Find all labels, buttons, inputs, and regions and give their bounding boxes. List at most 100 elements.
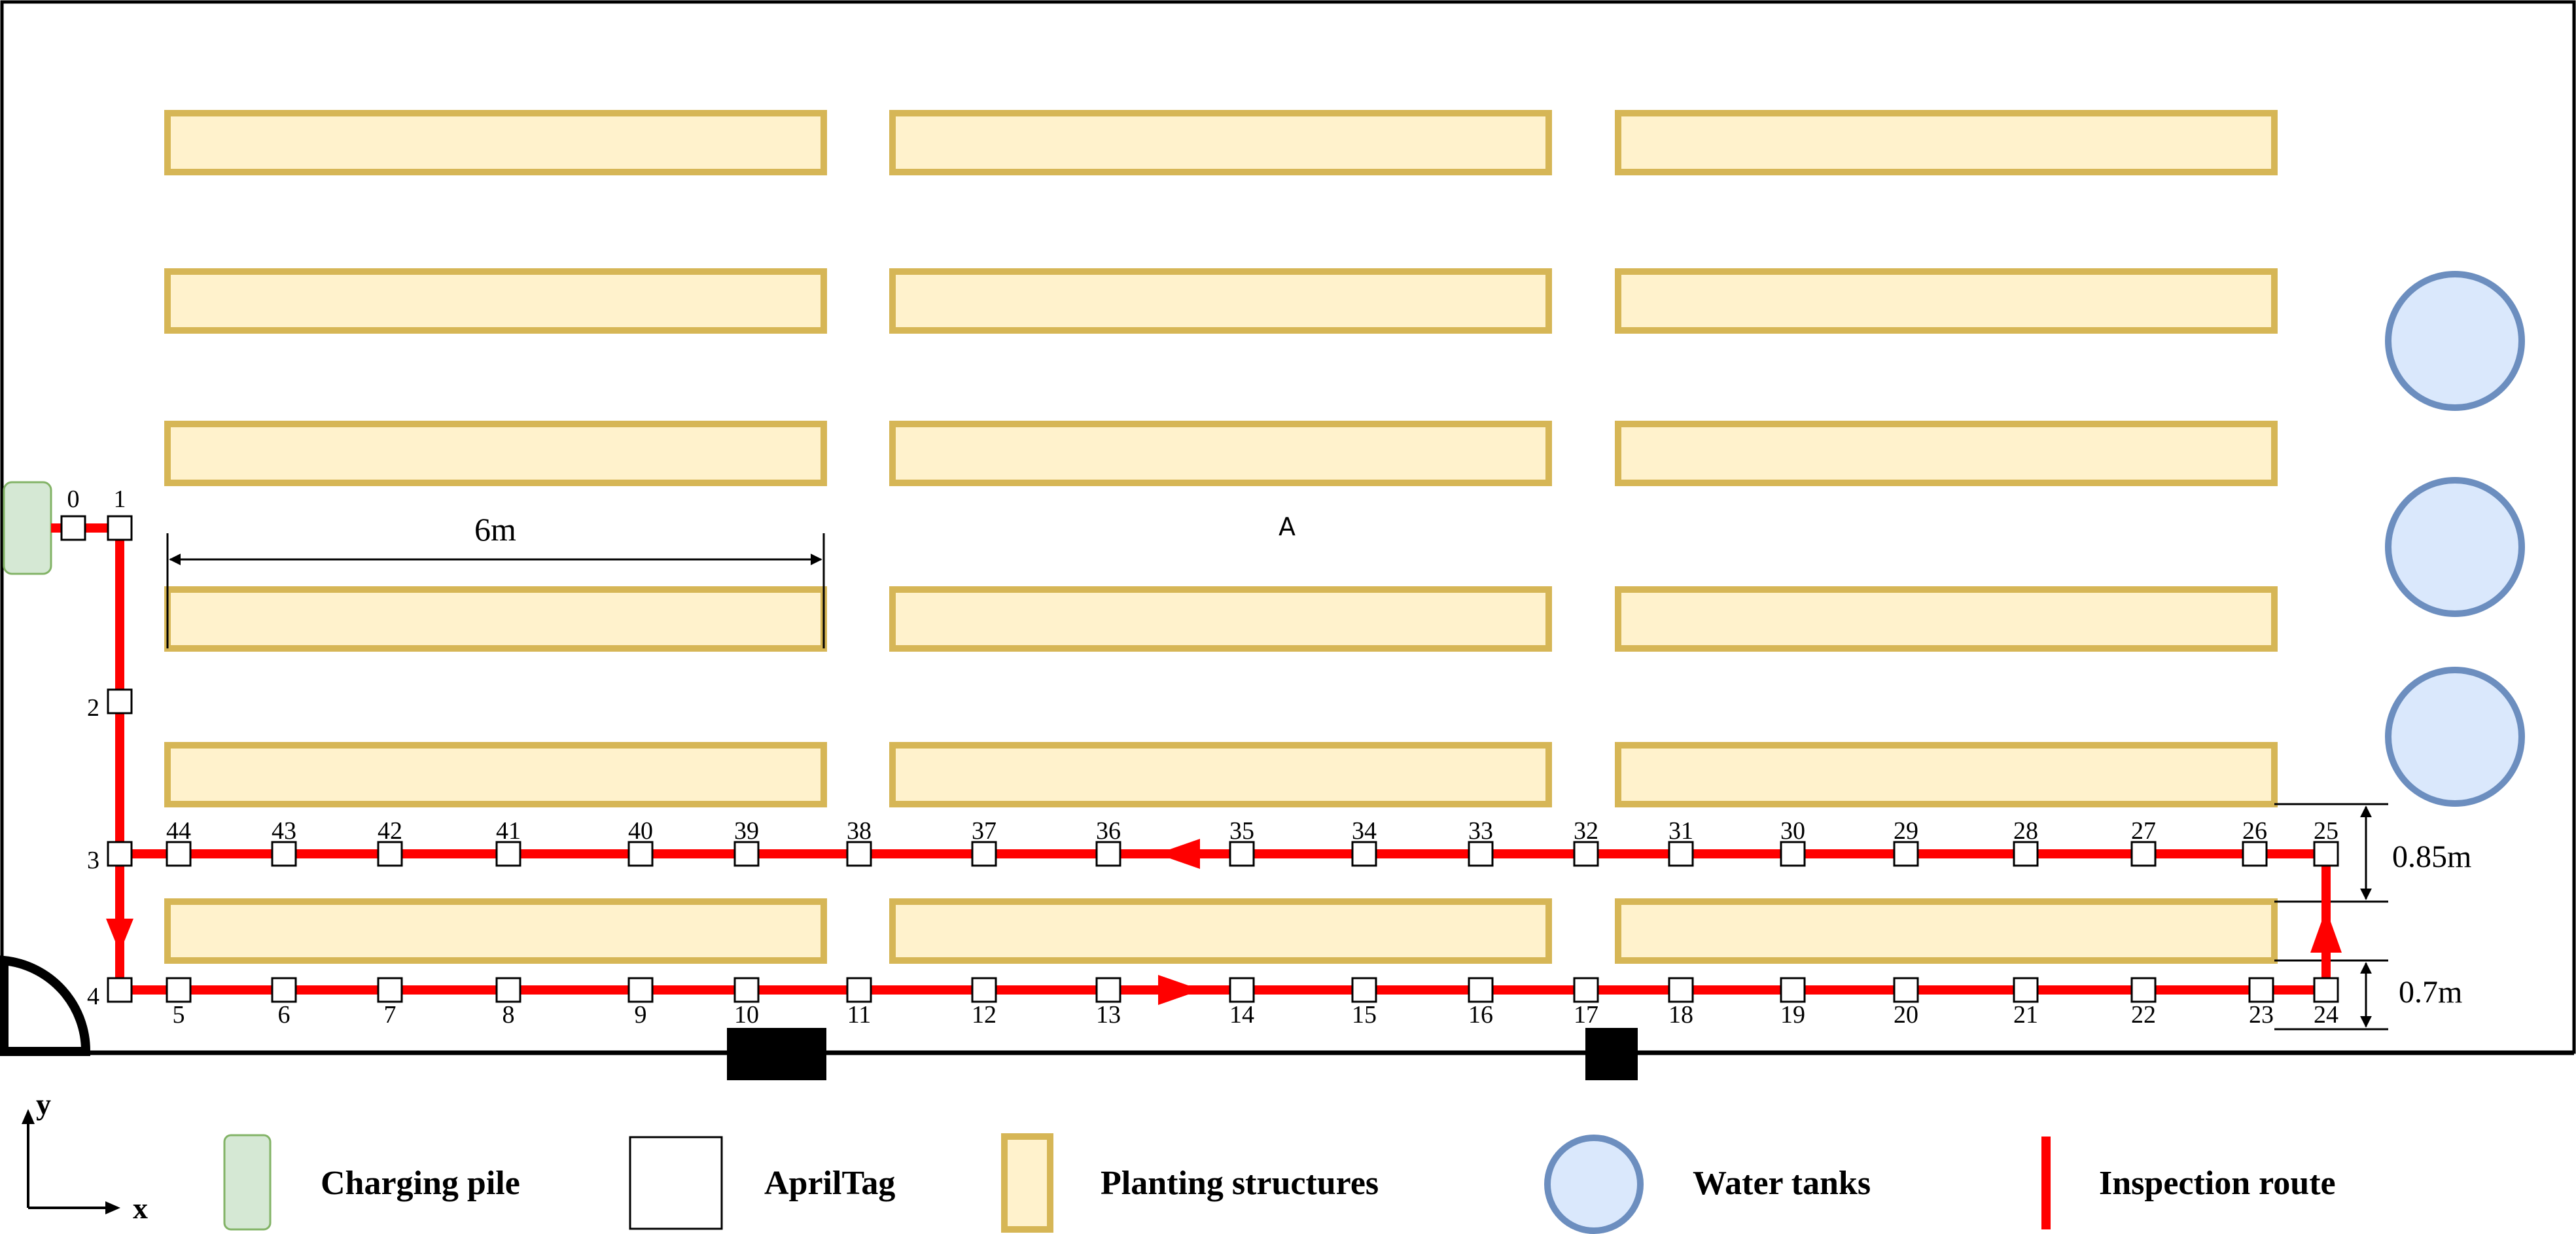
apriltag-marker <box>271 841 297 867</box>
apriltag-id-label: 41 <box>496 817 521 845</box>
apriltag-id-label: 34 <box>1352 817 1377 845</box>
apriltag-marker <box>1351 977 1377 1003</box>
apriltag-marker <box>2248 977 2274 1003</box>
axis-indicator: y x <box>22 1087 148 1225</box>
apriltag-marker <box>846 841 872 867</box>
planting-bed <box>1615 898 2278 964</box>
apriltag-marker <box>1095 841 1121 867</box>
apriltag-marker <box>495 841 521 867</box>
planting-legend-label: Planting structures <box>1101 1165 1379 1202</box>
planting-bed <box>889 898 1552 964</box>
greenhouse-boundary <box>0 0 2576 1054</box>
apriltag-id-label: 42 <box>378 817 402 845</box>
apriltag-id-label: 12 <box>972 1001 997 1029</box>
wall-post <box>727 1028 826 1080</box>
apriltag-marker <box>1893 977 1919 1003</box>
apriltag-marker <box>60 515 86 541</box>
apriltag-marker <box>2242 841 2268 867</box>
apriltag-marker <box>971 841 997 867</box>
apriltag-id-label: 15 <box>1352 1001 1377 1029</box>
planting-bed <box>164 268 827 334</box>
planting-bed <box>889 268 1552 334</box>
apriltag-id-label: 33 <box>1468 817 1493 845</box>
planting-bed <box>164 586 827 652</box>
x-axis-label: x <box>133 1191 148 1225</box>
y-axis-label: y <box>36 1087 51 1121</box>
apriltag-id-label: 11 <box>847 1001 872 1029</box>
water-tank <box>2385 667 2525 807</box>
apriltag-id-label: 9 <box>635 1001 647 1029</box>
water-tanks <box>2385 271 2525 807</box>
apriltag-id-label: 17 <box>1574 1001 1598 1029</box>
planting-bed <box>164 110 827 175</box>
water-tank-legend-label: Water tanks <box>1693 1165 1871 1202</box>
apriltag-marker <box>1668 841 1694 867</box>
apriltag-marker <box>107 841 133 867</box>
apriltag-marker <box>271 977 297 1003</box>
route-arrow-left <box>1157 839 1200 869</box>
apriltag-marker <box>971 977 997 1003</box>
upper-aisle-width-label: 0.85m <box>2392 839 2471 874</box>
charging-pile-legend-icon <box>223 1134 272 1231</box>
apriltag-id-label: 19 <box>1780 1001 1805 1029</box>
apriltag-marker <box>1780 841 1806 867</box>
planting-bed <box>889 110 1552 175</box>
apriltag-id-label: 2 <box>87 694 99 722</box>
apriltag-marker <box>377 977 403 1003</box>
apriltag-marker <box>627 977 654 1003</box>
apriltag-id-label: 28 <box>2013 817 2038 845</box>
route-arrow-down <box>106 919 133 953</box>
apriltag-id-label: 25 <box>2314 817 2338 845</box>
apriltag-id-label: 40 <box>628 817 653 845</box>
apriltag-id-label: 44 <box>166 817 191 845</box>
planting-bed <box>1615 110 2278 175</box>
apriltag-id-label: 37 <box>972 817 997 845</box>
aisle-dimensions: 0.85m 0.7m <box>2274 803 2471 1031</box>
apriltag-marker <box>2313 977 2339 1003</box>
charging-pile <box>3 481 52 575</box>
apriltag-id-label: 8 <box>503 1001 515 1029</box>
marker-a: A <box>1279 512 1296 541</box>
apriltag-marker <box>1468 841 1494 867</box>
apriltag-id-label: 27 <box>2131 817 2156 845</box>
apriltag-marker <box>1351 841 1377 867</box>
planting-bed <box>164 898 827 964</box>
planting-structures <box>164 110 2278 964</box>
apriltag-marker <box>1095 977 1121 1003</box>
legend: y x Charging pile AprilTag Planting stru… <box>22 1087 2336 1234</box>
apriltag-id-label: 10 <box>734 1001 759 1029</box>
apriltag-marker <box>166 977 192 1003</box>
apriltag-marker <box>2130 977 2157 1003</box>
apriltag-id-label: 39 <box>734 817 759 845</box>
apriltag-marker <box>1468 977 1494 1003</box>
apriltag-id-label: 26 <box>2242 817 2267 845</box>
apriltag-marker <box>1668 977 1694 1003</box>
planting-bed <box>1615 421 2278 486</box>
apriltag-id-label: 20 <box>1894 1001 1918 1029</box>
apriltag-id-label: 3 <box>87 847 99 874</box>
door-icon <box>0 955 91 1056</box>
apriltag-marker <box>733 977 760 1003</box>
apriltag-legend-label: AprilTag <box>764 1165 895 1202</box>
wall-post <box>1585 1028 1638 1080</box>
apriltag-id-label: 29 <box>1894 817 1918 845</box>
water-tank <box>2385 477 2525 617</box>
apriltag-id-label: 13 <box>1096 1001 1121 1029</box>
apriltag-id-label: 4 <box>87 983 99 1010</box>
planting-bed <box>889 586 1552 652</box>
planting-legend-icon <box>1001 1133 1053 1233</box>
apriltag-id-label: 1 <box>114 485 126 513</box>
apriltag-id-label: 6 <box>278 1001 291 1029</box>
apriltag-marker <box>1573 977 1599 1003</box>
apriltag-id-label: 30 <box>1780 817 1805 845</box>
apriltag-id-label: 22 <box>2131 1001 2156 1029</box>
planting-bed <box>889 742 1552 807</box>
apriltag-marker <box>107 977 133 1003</box>
apriltag-marker <box>1229 977 1255 1003</box>
apriltag-marker <box>1573 841 1599 867</box>
apriltag-id-label: 16 <box>1468 1001 1493 1029</box>
route-arrow-right <box>1158 975 1201 1005</box>
apriltag-id-label: 35 <box>1229 817 1254 845</box>
apriltag-id-label: 18 <box>1668 1001 1693 1029</box>
apriltag-id-label: 21 <box>2013 1001 2038 1029</box>
